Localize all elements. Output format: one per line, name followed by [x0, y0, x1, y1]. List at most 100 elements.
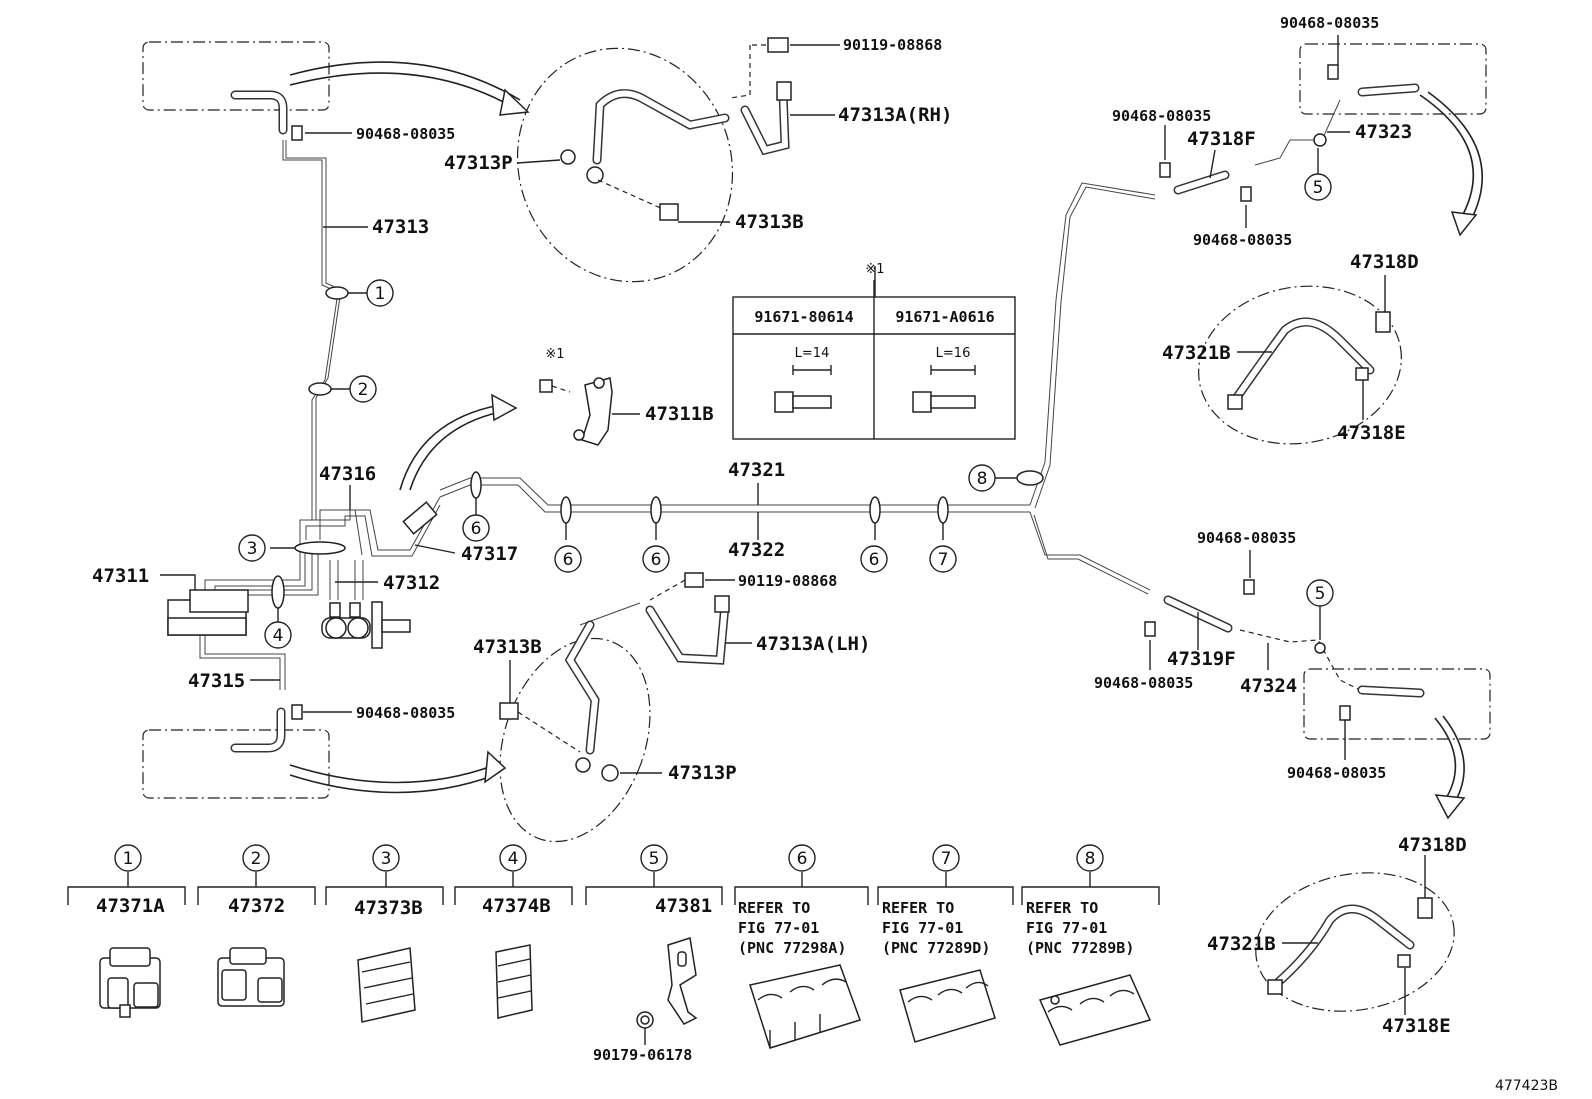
arrow-front-lower — [289, 750, 507, 794]
callout-3: 3 — [238, 534, 266, 562]
bolt-table-col1-part: 91671-80614 — [754, 308, 853, 326]
svg-text:6: 6 — [471, 519, 482, 539]
label-47321B-top: 47321B — [1162, 342, 1231, 364]
svg-text:6: 6 — [563, 550, 574, 570]
legend-8-ref-line3: (PNC 77289B) — [1026, 939, 1134, 957]
flex-hose-rh — [592, 87, 790, 165]
bolt-note-x1 — [539, 379, 571, 393]
label-90468-08035-a: 90468-08035 — [356, 125, 455, 143]
svg-text:1: 1 — [123, 849, 134, 869]
svg-text:8: 8 — [977, 469, 988, 489]
legend-6-ref-line1: REFER TO — [738, 899, 810, 917]
label-90468-08035-d: 90468-08035 — [1112, 107, 1211, 125]
diagram-id: 477423B — [1495, 1078, 1558, 1094]
detail-ellipse-rh — [516, 47, 734, 283]
label-90119-08868-mid: 90119-08868 — [738, 572, 837, 590]
label-47313B-low: 47313B — [473, 636, 542, 658]
clamp-77289B-drawing — [1038, 974, 1152, 1046]
label-47313P-low: 47313P — [668, 762, 737, 784]
arrow-rear-upper — [1419, 91, 1484, 237]
label-47318D-top: 47318D — [1350, 251, 1419, 273]
svg-text:5: 5 — [1315, 584, 1326, 604]
label-47321: 47321 — [728, 459, 785, 481]
label-47316: 47316 — [319, 463, 376, 485]
clamp-47372-drawing — [217, 947, 285, 1007]
label-47311: 47311 — [92, 565, 149, 587]
legend-callout-8: 8 — [1076, 844, 1104, 872]
box-tube-rear-upper — [1357, 83, 1420, 97]
clamp-77289D-drawing — [899, 969, 996, 1043]
clip-47381-drawing — [636, 937, 698, 1045]
legend-callout-4: 4 — [499, 844, 527, 872]
label-47323: 47323 — [1355, 121, 1412, 143]
legend-callout-3: 3 — [372, 844, 400, 872]
label-47321B-low: 47321B — [1207, 933, 1276, 955]
label-47322: 47322 — [728, 539, 785, 561]
clamp-47373B-drawing — [357, 947, 416, 1023]
leader-lines — [160, 35, 1426, 1015]
detail-box-rear-lower — [1303, 668, 1491, 740]
legend-brackets — [67, 872, 1160, 905]
label-90468-08035-f: 90468-08035 — [1197, 529, 1296, 547]
legend-part-47371A: 47371A — [96, 895, 165, 917]
bolt-table — [732, 266, 1016, 440]
label-47318F: 47318F — [1187, 128, 1256, 150]
detail-ellipse-rear-lower — [1255, 872, 1455, 1012]
svg-text:5: 5 — [649, 849, 660, 869]
box-tube-rear-lower — [1357, 685, 1425, 698]
legend-7-ref-line1: REFER TO — [882, 899, 954, 917]
flex-hose-rear-lower — [1270, 904, 1415, 990]
box-tube-front-lower — [230, 707, 286, 753]
label-90468-08035-e: 90468-08035 — [1193, 231, 1292, 249]
legend-8-ref-line1: REFER TO — [1026, 899, 1098, 917]
legend-callout-5: 5 — [640, 844, 668, 872]
pipe-clamps — [271, 286, 1044, 609]
note-mark-x1: ※1 — [545, 347, 564, 362]
legend-7-ref-line2: FIG 77-01 — [882, 919, 963, 937]
label-47313: 47313 — [372, 216, 429, 238]
bolt-table-mark: ※1 — [865, 262, 884, 277]
legend-callout-6: 6 — [788, 844, 816, 872]
svg-text:6: 6 — [651, 550, 662, 570]
legend-callout-1: 1 — [114, 844, 142, 872]
legend-6-ref-line3: (PNC 77298A) — [738, 939, 846, 957]
svg-text:7: 7 — [941, 849, 952, 869]
legend-callout-7: 7 — [932, 844, 960, 872]
callout-1: 1 — [366, 279, 394, 307]
bolt-table-col2-length: L=16 — [936, 346, 971, 361]
svg-text:3: 3 — [247, 539, 258, 559]
svg-text:4: 4 — [508, 849, 519, 869]
callout-2: 2 — [349, 375, 377, 403]
legend-part-47373B: 47373B — [354, 897, 423, 919]
label-47318D-low: 47318D — [1398, 834, 1467, 856]
legend-part-47374B: 47374B — [482, 895, 551, 917]
callout-6b: 6 — [554, 545, 582, 573]
label-47312: 47312 — [383, 572, 440, 594]
svg-text:7: 7 — [938, 550, 949, 570]
label-47313B-top: 47313B — [735, 211, 804, 233]
label-47311B: 47311B — [645, 403, 714, 425]
svg-text:6: 6 — [869, 550, 880, 570]
tube-47318F — [1173, 170, 1230, 195]
arrow-bracket — [399, 393, 518, 491]
arrow-rear-lower — [1434, 715, 1466, 820]
legend-8-ref-line2: FIG 77-01 — [1026, 919, 1107, 937]
svg-text:6: 6 — [797, 849, 808, 869]
legend-7-ref-line3: (PNC 77289D) — [882, 939, 990, 957]
bolt-table-col2-part: 91671-A0616 — [895, 308, 994, 326]
callout-8: 8 — [968, 464, 996, 492]
detail-ellipse-lh — [499, 637, 651, 843]
flex-hose-lh — [564, 600, 730, 755]
arrow-front-upper — [289, 61, 530, 116]
label-47317: 47317 — [461, 543, 518, 565]
callout-6c: 6 — [642, 545, 670, 573]
label-47318E-low: 47318E — [1382, 1015, 1451, 1037]
detail-box-front-lower — [142, 729, 330, 799]
svg-text:2: 2 — [251, 849, 262, 869]
svg-text:4: 4 — [273, 626, 284, 646]
clamp-77298A-drawing — [749, 964, 861, 1049]
label-47318E-top: 47318E — [1337, 422, 1406, 444]
legend-part-47372: 47372 — [228, 895, 285, 917]
